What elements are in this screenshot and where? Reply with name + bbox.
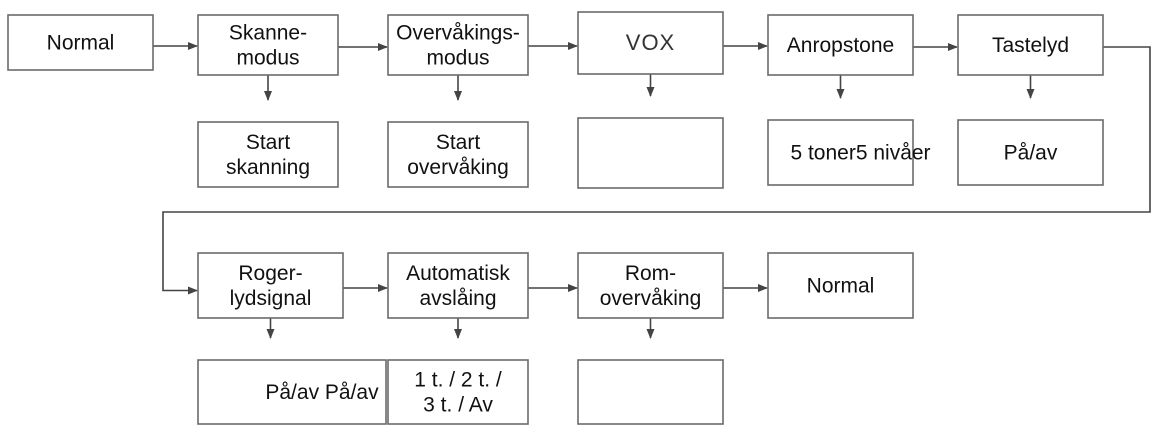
node-label-line: Roger- — [238, 262, 302, 285]
node-label-line: Overvåkings- — [396, 22, 520, 45]
node-label-line: 3 t. / Av — [423, 394, 493, 417]
node-box — [197, 359, 387, 425]
node-label-line: Rom- — [625, 262, 676, 285]
node-label-line: modus — [236, 47, 299, 70]
node-label-line: Skanne- — [229, 22, 307, 45]
node-box — [387, 14, 529, 76]
node-label-line: Normal — [47, 32, 115, 55]
node-box — [7, 14, 154, 71]
node-label-line: På/av På/av — [265, 381, 379, 404]
node-box — [387, 359, 529, 425]
node-box — [577, 117, 724, 189]
node-call-tone-option: 5 toner5 nivåer — [767, 119, 931, 186]
node-scan-mode: Skanne-modus — [197, 14, 339, 76]
node-room-monitor-option — [577, 359, 724, 425]
node-box — [577, 252, 724, 319]
node-auto-off-option: 1 t. / 2 t. /3 t. / Av — [387, 359, 529, 425]
node-label-line: VOX — [626, 30, 675, 55]
node-box — [197, 121, 339, 188]
node-label-line: 5 toner5 nivåer — [790, 142, 930, 165]
node-box — [197, 252, 344, 319]
node-call-tone: Anropstone — [767, 14, 914, 76]
node-label-line: Normal — [807, 275, 875, 298]
node-label-line: Start — [436, 131, 481, 154]
node-normal-start: Normal — [7, 14, 154, 71]
node-box — [197, 14, 339, 76]
node-box — [767, 14, 914, 76]
node-label-line: Automatisk — [406, 262, 510, 285]
node-key-tone: Tastelyd — [957, 14, 1104, 76]
node-label-line: overvåking — [407, 156, 509, 179]
node-key-tone-option: På/av — [957, 119, 1104, 186]
node-label-line: overvåking — [600, 287, 702, 310]
node-roger-beep: Roger-lydsignal — [197, 252, 344, 319]
node-label-line: Anropstone — [787, 34, 894, 57]
node-normal-end: Normal — [767, 252, 914, 319]
node-label-line: skanning — [226, 156, 310, 179]
node-vox: VOX — [577, 11, 724, 75]
node-vox-option — [577, 117, 724, 189]
node-label-line: 1 t. / 2 t. / — [414, 369, 502, 392]
node-box — [387, 121, 529, 188]
node-roger-option: På/av På/av — [197, 359, 387, 425]
node-label-line: avslåing — [419, 287, 496, 310]
node-box — [577, 359, 724, 425]
node-label-line: Start — [246, 131, 291, 154]
node-label-line: Tastelyd — [992, 34, 1069, 57]
node-label-line: lydsignal — [230, 287, 312, 310]
node-monitor-mode: Overvåkings-modus — [387, 14, 529, 76]
node-box — [767, 119, 914, 186]
connectors — [153, 42, 1151, 339]
arrow-key-tone-to-roger-beep — [162, 46, 1151, 295]
node-label-line: modus — [426, 47, 489, 70]
node-box — [957, 119, 1104, 186]
node-box — [577, 11, 724, 75]
node-box — [387, 252, 529, 319]
node-label-line: På/av — [1004, 142, 1058, 165]
node-box — [957, 14, 1104, 76]
node-room-monitor: Rom-overvåking — [577, 252, 724, 319]
node-box — [767, 252, 914, 319]
